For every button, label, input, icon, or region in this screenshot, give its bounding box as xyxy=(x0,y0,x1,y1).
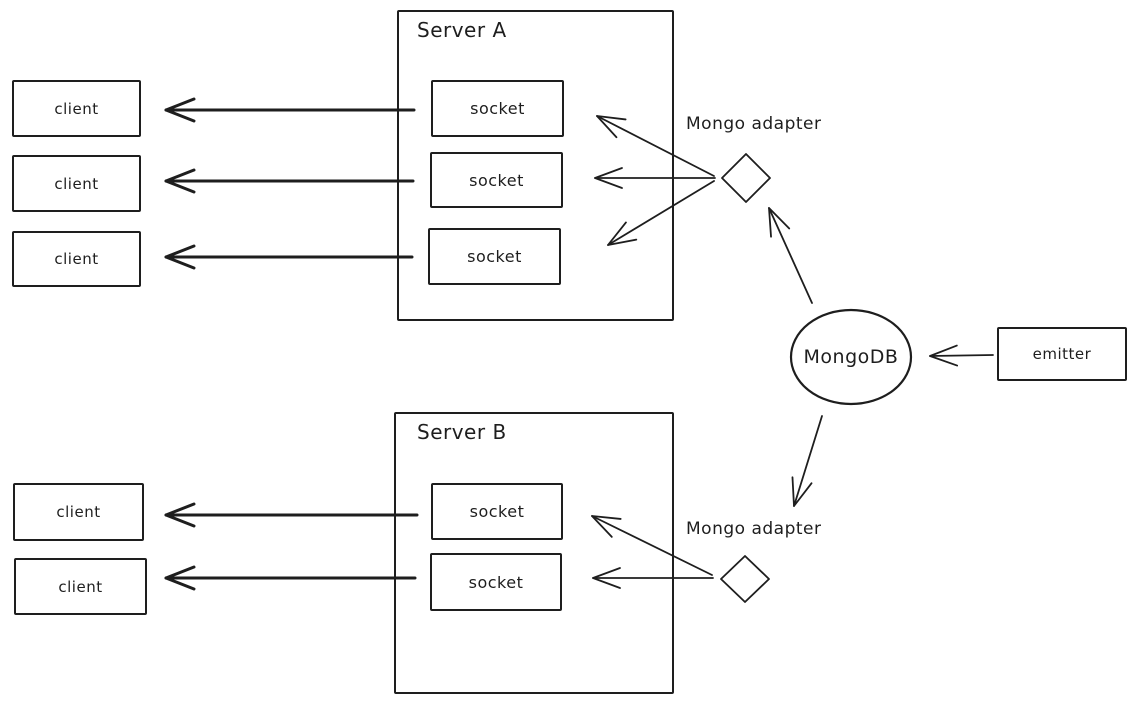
server-b-socket-2-label: socket xyxy=(468,572,524,592)
mongodb-label: MongoDB xyxy=(803,346,899,368)
server-a-socket-1: socket xyxy=(431,80,564,137)
client-bottom-1: client xyxy=(13,483,144,541)
arrow-adapter-b-to-socket-1 xyxy=(591,515,713,576)
arrow-adapter-a-to-socket-3 xyxy=(607,180,715,246)
arrow-mongodb-to-adapter-a xyxy=(768,207,813,304)
server-a-socket-1-label: socket xyxy=(470,99,525,118)
server-b-socket-1: socket xyxy=(431,483,563,540)
server-a-box xyxy=(397,10,674,321)
mongodb-ellipse xyxy=(789,308,913,406)
server-b-box xyxy=(394,412,674,694)
server-a-socket-2-label: socket xyxy=(469,170,524,190)
client-bottom-1-label: client xyxy=(56,503,101,521)
server-b-socket-1-label: socket xyxy=(469,502,525,521)
client-top-1: client xyxy=(12,80,141,137)
emitter-label: emitter xyxy=(1032,345,1092,363)
client-top-2: client xyxy=(12,155,141,212)
server-a-socket-3-label: socket xyxy=(467,247,522,266)
server-a-socket-2: socket xyxy=(430,152,563,208)
server-a-socket-3: socket xyxy=(428,228,561,285)
mongo-adapter-b-diamond xyxy=(720,555,770,603)
client-top-2-label: client xyxy=(54,174,99,193)
server-b-socket-2: socket xyxy=(430,553,562,611)
client-top-3-label: client xyxy=(54,250,99,268)
server-a-title: Server A xyxy=(417,18,507,42)
emitter-box: emitter xyxy=(997,327,1127,381)
server-b-title: Server B xyxy=(417,420,507,444)
client-bottom-2: client xyxy=(14,558,147,615)
client-bottom-2-label: client xyxy=(58,577,103,596)
client-top-1-label: client xyxy=(54,99,99,118)
mongo-adapter-a-label: Mongo adapter xyxy=(686,114,822,134)
client-top-3: client xyxy=(12,231,141,287)
arrow-mongodb-to-adapter-b xyxy=(791,415,823,507)
arrow-adapter-a-to-socket-1 xyxy=(596,115,715,177)
arrow-emitter-to-mongodb xyxy=(929,344,994,367)
mongo-adapter-b-label: Mongo adapter xyxy=(686,519,822,539)
mongo-adapter-a-diamond xyxy=(721,153,771,203)
